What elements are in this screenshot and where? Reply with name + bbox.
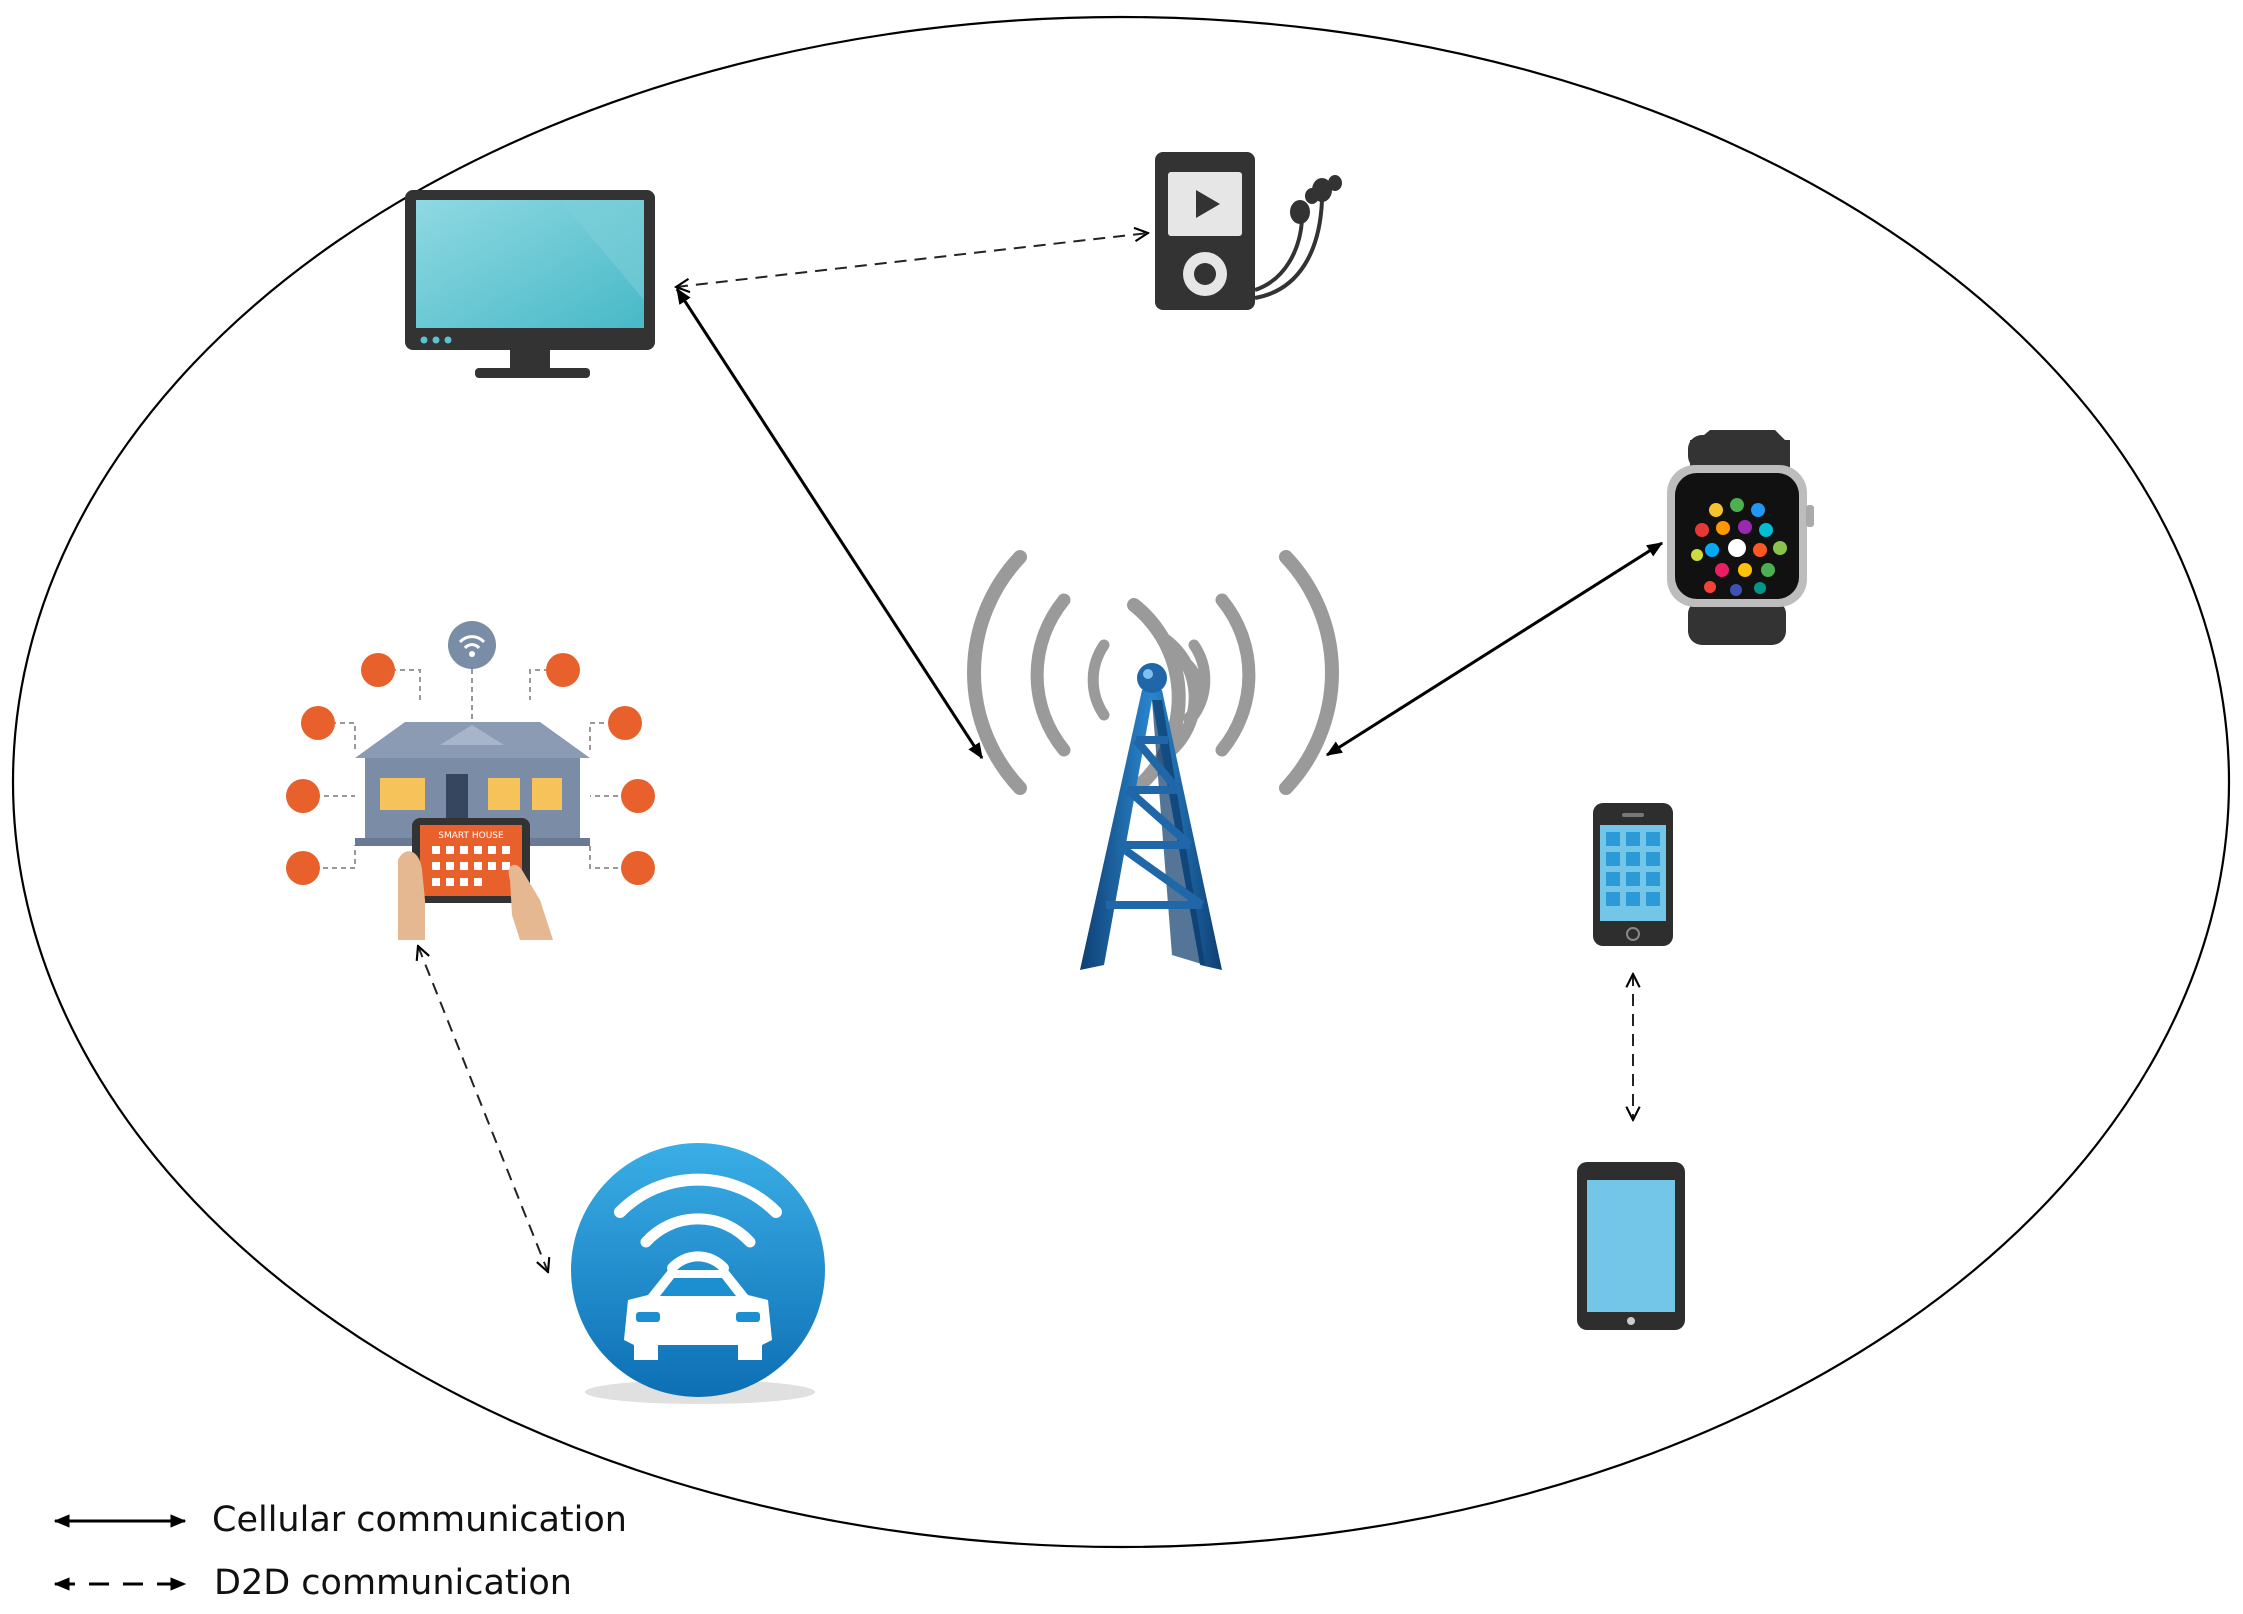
smartphone-icon xyxy=(1593,803,1673,946)
smart-house-icon: SMART HOUSE xyxy=(286,621,655,940)
legend-cellular-label: Cellular communication xyxy=(212,1500,627,1540)
smart-house-sign: SMART HOUSE xyxy=(438,831,504,841)
cellular-link-tower-watch xyxy=(1325,541,1664,757)
links xyxy=(418,233,1664,1272)
cellular-link-monitor-tower xyxy=(675,287,984,760)
d2d-link-house-car xyxy=(418,946,548,1272)
signal-waves-icon xyxy=(967,550,1339,797)
coverage-area-ellipse xyxy=(11,15,2231,1549)
legend xyxy=(53,1514,187,1591)
tablet-icon xyxy=(1577,1162,1685,1330)
media-player-icon xyxy=(1155,152,1342,310)
d2d-link-monitor-player xyxy=(676,233,1148,287)
connected-car-icon xyxy=(571,1143,825,1404)
legend-d2d-label: D2D communication xyxy=(214,1563,572,1603)
smartwatch-icon xyxy=(1667,430,1814,645)
watch-apps-icon xyxy=(1691,498,1787,596)
cell-tower-icon xyxy=(967,550,1339,970)
monitor-icon xyxy=(405,190,655,378)
